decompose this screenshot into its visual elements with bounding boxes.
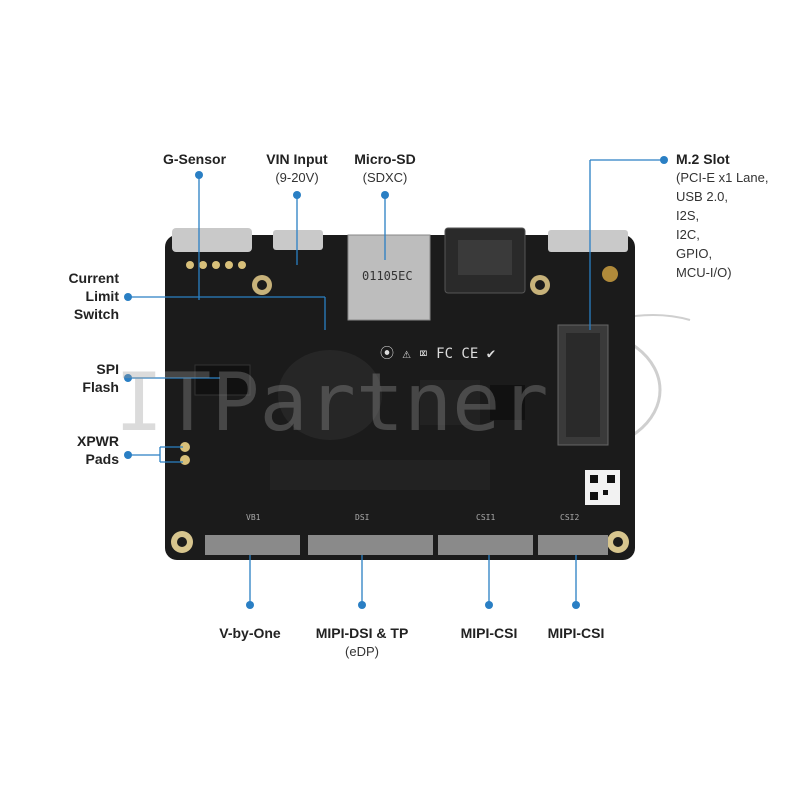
microsd-slot <box>347 234 431 321</box>
m2-item: USB 2.0, <box>676 189 729 204</box>
svg-text:⦿ ⚠ ⌧ FC CE ✔: ⦿ ⚠ ⌧ FC CE ✔ <box>380 346 495 362</box>
vin-connector <box>273 230 323 250</box>
m2-item: I2S, <box>676 208 700 223</box>
silk-csi2: CSI2 <box>560 513 579 522</box>
m2-slot-label: M.2 Slot (PCI-E x1 Lane, USB 2.0, I2S, I… <box>676 151 769 280</box>
silk-vb1: VB1 <box>246 513 261 522</box>
spi-flash-chip <box>194 364 251 396</box>
current-limit-switch-label: Current Limit Switch <box>68 270 119 322</box>
watermark-text: ITPartner <box>115 356 548 449</box>
usb-connector-left <box>172 228 252 252</box>
mipi-dsi-connector <box>308 535 433 555</box>
mipi-csi2-connector <box>538 535 608 555</box>
sd-marking: 01105EC <box>362 269 413 283</box>
usb-connector-right <box>548 230 628 252</box>
vbyone-label: V-by-One <box>219 625 281 641</box>
soc-area <box>278 350 382 440</box>
m2-item: I2C, <box>676 227 700 242</box>
vbyone-connector <box>205 535 300 555</box>
mipi-csi-label-2: MIPI-CSI <box>547 625 605 641</box>
vin-input-label: VIN Input (9-20V) <box>266 151 328 185</box>
g-sensor-label: G-Sensor <box>163 151 227 167</box>
silk-dsi: DSI <box>355 513 370 522</box>
silk-csi1: CSI1 <box>476 513 495 522</box>
mipi-csi1-connector <box>438 535 533 555</box>
microsd-label: Micro-SD (SDXC) <box>354 151 416 185</box>
m2-item: GPIO, <box>676 246 713 261</box>
standoff <box>602 266 618 282</box>
mipi-csi-label-1: MIPI-CSI <box>460 625 518 641</box>
m2-item: MCU-I/O) <box>676 265 732 280</box>
xpwr-pads-label: XPWR Pads <box>77 433 119 467</box>
mipi-dsi-label: MIPI-DSI & TP (eDP) <box>315 625 409 659</box>
m2-item: (PCI-E x1 Lane, <box>676 170 769 185</box>
spi-flash-label: SPI Flash <box>82 361 119 395</box>
